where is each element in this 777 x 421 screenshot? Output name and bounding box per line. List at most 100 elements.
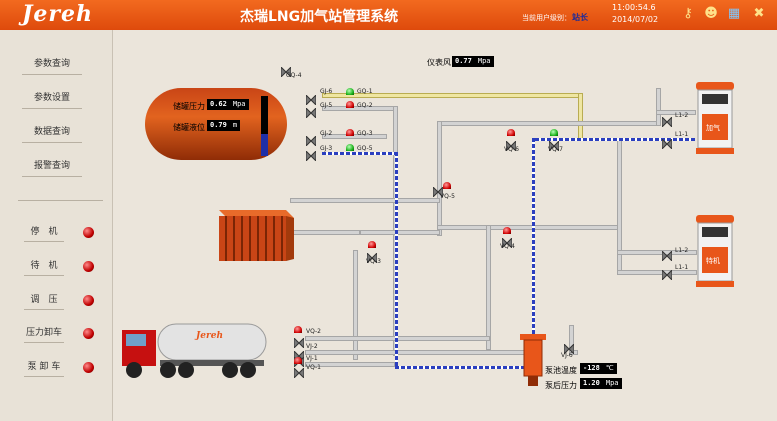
tiles-icon[interactable]: ▦: [727, 6, 741, 21]
nav-param-settings[interactable]: 参数设置: [22, 88, 82, 109]
valve-l12a[interactable]: [661, 112, 673, 129]
valve-label-vq4: VQ-4: [500, 243, 515, 250]
pump-temp-value: -128: [583, 364, 600, 372]
valve-label-l11a: L1-1: [675, 131, 689, 138]
valve-vq1[interactable]: [293, 363, 305, 380]
valve-label-gq5: GQ-5: [357, 145, 373, 152]
pipe-l12a: [656, 110, 696, 115]
valve-label-l11b: L1-1: [675, 264, 689, 271]
valve-label-l12b: L1-2: [675, 247, 689, 254]
standby-button[interactable]: 待 机: [24, 257, 64, 276]
sidebar: 参数查询 参数设置 数据查询 报警查询 停 机 待 机 调 压 压力卸车 泵 卸…: [0, 30, 113, 421]
pipe-vq4-vertical: [486, 225, 491, 350]
stop-status-led: [83, 227, 94, 238]
valve-label-gj5: GJ-5: [320, 102, 333, 109]
lng-pipe-pump-riser: [532, 138, 535, 336]
submerged-pump: [520, 334, 546, 386]
pressure-unload-button[interactable]: 压力卸车: [24, 324, 64, 343]
pump-unload-status-led: [83, 362, 94, 373]
pump-pressure-unit: Mpa: [605, 379, 619, 387]
valve-gj3[interactable]: [305, 146, 317, 163]
valve-led-vq6: [507, 129, 515, 136]
clock-date: 2014/07/02: [612, 15, 659, 24]
valve-label-gq2: GQ-2: [357, 102, 373, 109]
nav-param-query[interactable]: 参数查询: [22, 54, 82, 75]
pipe-vq3-vertical: [353, 250, 358, 360]
pump-temp-unit: ℃: [605, 364, 614, 372]
pressure-adjust-status-led: [83, 295, 94, 306]
vaporizer-unit: [219, 210, 294, 261]
pipe-vj6-vertical: [569, 325, 574, 355]
pump-pressure-label: 泵后压力: [545, 381, 577, 390]
valve-led-gq5: [346, 144, 354, 151]
valve-led-vq4: [503, 227, 511, 234]
valve-gj5[interactable]: [305, 103, 317, 120]
valve-vj6[interactable]: [563, 339, 575, 356]
instrument-air-label: 仪表风: [427, 58, 451, 67]
valve-label-vq1: VQ-1: [306, 364, 321, 371]
brand-logo: Jereh: [22, 1, 93, 27]
nav-data-query[interactable]: 数据查询: [22, 122, 82, 143]
instrument-air-value: 0.77: [455, 57, 472, 65]
valve-l11b[interactable]: [661, 265, 673, 282]
nav-alarm-query[interactable]: 报警查询: [22, 156, 82, 177]
valve-vq4[interactable]: [501, 233, 513, 250]
tank-pressure-unit: Mpa: [232, 100, 246, 108]
pipe-vaporizer-mid: [290, 230, 360, 235]
valve-label-gj2: GJ-2: [320, 130, 333, 137]
stop-button[interactable]: 停 机: [24, 223, 64, 242]
valve-l12b[interactable]: [661, 246, 673, 263]
lng-tanker-truck: [122, 323, 267, 378]
key-icon[interactable]: ⚷: [683, 6, 693, 21]
valve-label-vj2: VJ-2: [306, 343, 318, 350]
pipe-upper-trunk: [437, 121, 657, 126]
pump-unload-button[interactable]: 泵 卸 车: [24, 358, 64, 377]
valve-label-gj3: GJ-3: [320, 145, 333, 152]
valve-l11a[interactable]: [661, 134, 673, 151]
instrument-air-unit: Mpa: [477, 57, 491, 65]
valve-vq2[interactable]: [293, 333, 305, 350]
valve-label-l12a: L1-2: [675, 112, 689, 119]
truck-logo: Jereh: [196, 331, 223, 341]
valve-vq3[interactable]: [366, 248, 378, 265]
user-icon[interactable]: ☻: [704, 6, 718, 21]
pipe-vq4-trunk: [437, 225, 622, 230]
valve-label-gq1: GQ-1: [357, 88, 373, 95]
dispenser-1-label: 加气: [706, 124, 720, 132]
exit-icon[interactable]: ✖: [753, 6, 765, 21]
valve-label-vq7: VQ-7: [548, 146, 563, 153]
title-bar: Jereh 杰瑞LNG加气站管理系统 当前用户级别： 站长 11:00:54.6…: [0, 0, 777, 30]
valve-led-vq3: [368, 241, 376, 248]
valve-vq6[interactable]: [505, 136, 517, 153]
pipe-d1-riser: [656, 88, 661, 126]
pressure-unload-status-led: [83, 328, 94, 339]
pipe-vj2: [305, 350, 535, 355]
lng-pipe-bottom: [395, 366, 532, 369]
pipe-l11b: [617, 270, 697, 275]
valve-vq7[interactable]: [548, 136, 560, 153]
valve-label-gq4: GQ-4: [286, 72, 302, 79]
valve-label-vj6: VJ-6: [561, 352, 573, 359]
valve-led-vq5: [443, 182, 451, 189]
pipe-gq1-down: [578, 93, 583, 141]
user-level-value: 站长: [572, 13, 588, 22]
user-level-label: 当前用户级别：: [522, 14, 571, 22]
page-title: 杰瑞LNG加气站管理系统: [240, 9, 399, 25]
valve-label-vq5: VQ-5: [440, 193, 455, 200]
dispenser-2[interactable]: [694, 215, 736, 287]
valve-gj6[interactable]: [305, 90, 317, 107]
pipe-vj1: [305, 362, 395, 367]
valve-label-vq3: VQ-3: [366, 258, 381, 265]
dispenser-1[interactable]: [694, 82, 736, 154]
valve-gq4[interactable]: [280, 62, 292, 79]
valve-label-vj1: VJ-1: [306, 355, 318, 362]
tank-level-label: 储罐液位: [173, 123, 205, 132]
divider: [18, 200, 103, 201]
tank-level-unit: m: [232, 121, 238, 129]
pipe-vaporizer-top: [290, 198, 440, 203]
valve-vq5[interactable]: [432, 182, 444, 199]
pressure-adjust-button[interactable]: 调 压: [24, 291, 64, 310]
valve-led-gq1: [346, 88, 354, 95]
valve-gj2[interactable]: [305, 131, 317, 148]
